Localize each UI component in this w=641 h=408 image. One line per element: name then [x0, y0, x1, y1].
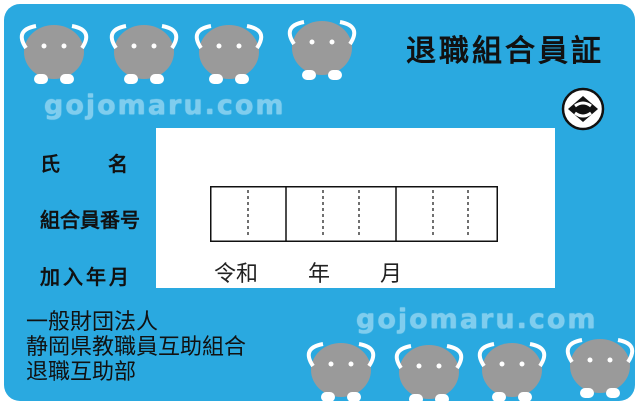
name-label-first: 氏	[40, 152, 60, 176]
mascot-bottom-1	[306, 341, 376, 401]
mascot-bottom-3	[477, 341, 547, 401]
organization-emblem-icon	[561, 87, 605, 131]
watermark-top: gojomaru.com	[44, 90, 286, 121]
name-label: 氏名	[40, 148, 128, 177]
organization-line-2: 静岡県教職員互助組合	[26, 335, 247, 360]
month-unit: 月	[380, 262, 403, 287]
mascot-top-2	[109, 23, 179, 86]
mascot-bottom-2	[394, 343, 464, 401]
era-name: 令和	[214, 262, 259, 287]
mascot-bottom-4	[565, 337, 635, 400]
organization-line-3: 退職互助部	[26, 360, 137, 385]
mascot-top-4	[287, 19, 357, 82]
membership-card: 退職組合員証 gojomaru.com 氏名 組合員番号 加入年月 令和 年 月…	[4, 4, 635, 401]
member-number-box	[210, 186, 498, 242]
mascot-top-3	[194, 23, 264, 86]
mascot-top-1	[19, 23, 89, 86]
join-date-row: 令和 年 月	[214, 256, 402, 288]
info-panel: 令和 年 月	[156, 128, 555, 288]
card-title: 退職組合員証	[406, 34, 604, 69]
watermark-bottom: gojomaru.com	[356, 304, 598, 335]
join-date-label: 加入年月	[40, 265, 132, 289]
name-label-second: 名	[108, 152, 128, 176]
member-number-label: 組合員番号	[40, 208, 140, 232]
organization-line-1: 一般財団法人	[26, 310, 159, 335]
year-unit: 年	[308, 262, 331, 287]
